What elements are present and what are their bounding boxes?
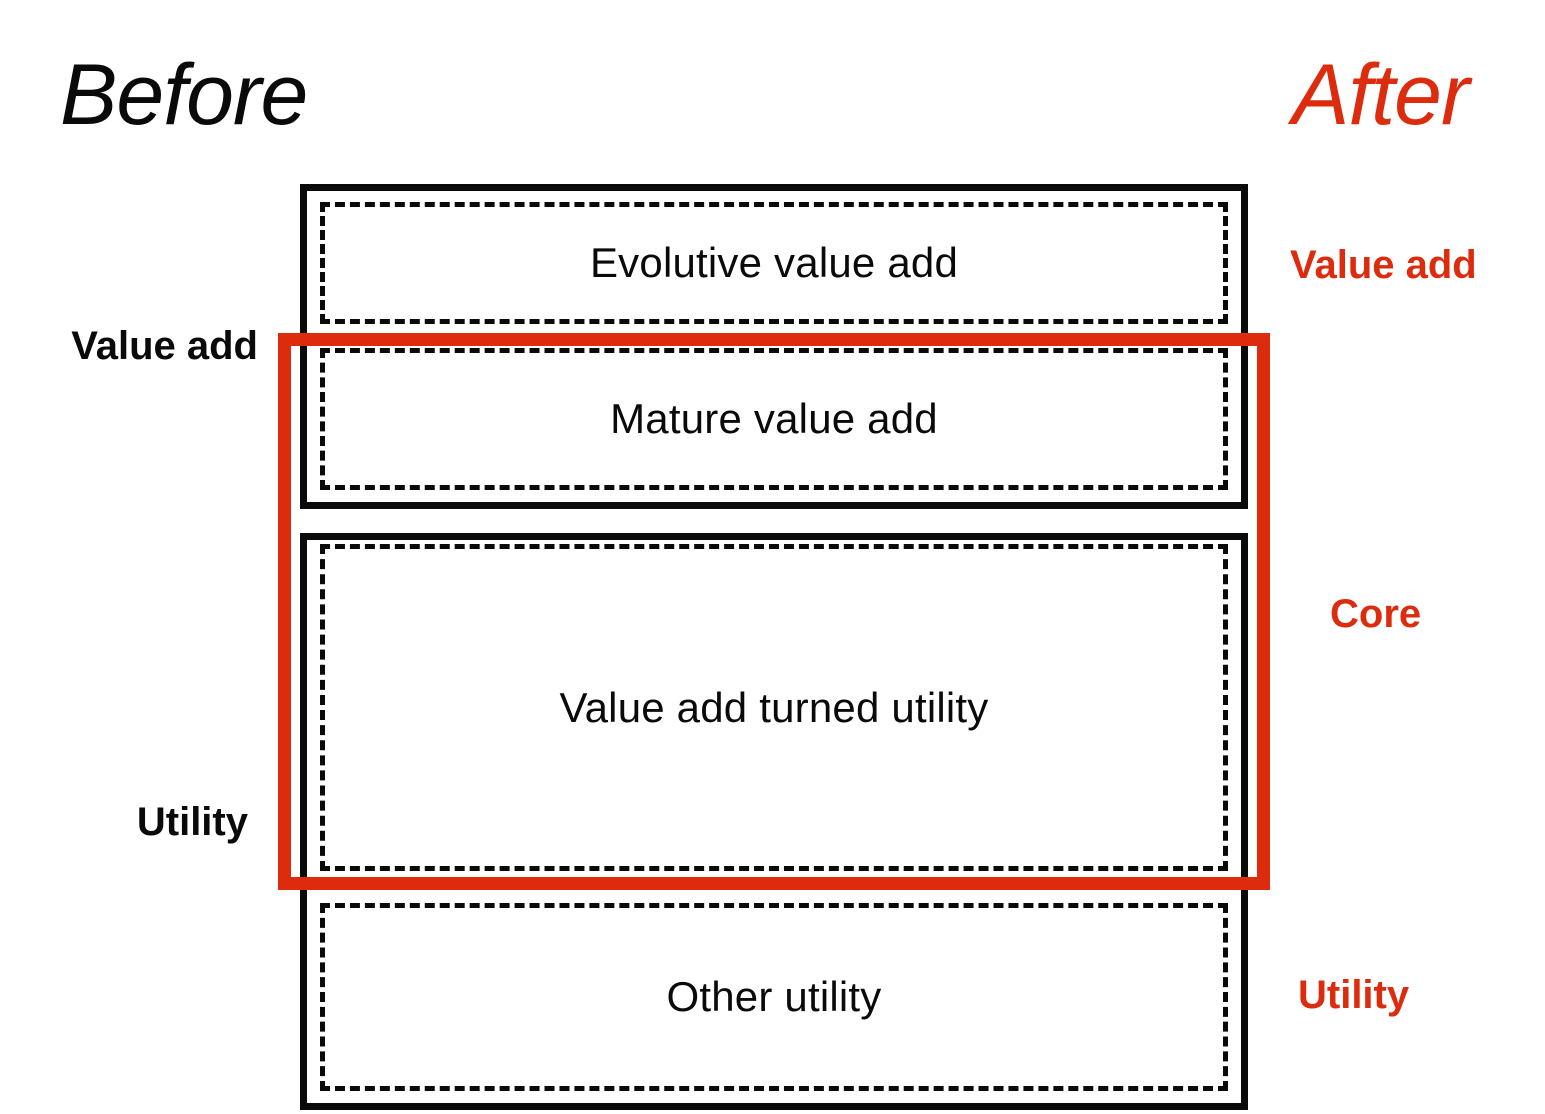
item-box-other-utility[interactable]: Other utility — [320, 903, 1228, 1091]
item-box-evolutive-value-add[interactable]: Evolutive value add — [320, 202, 1228, 324]
item-label-other-utility: Other utility — [666, 973, 882, 1020]
item-label-mature-value-add: Mature value add — [610, 395, 938, 442]
item-label-value-add-turned-utility: Value add turned utility — [559, 683, 989, 731]
right-label-value-add: Value add — [1290, 243, 1477, 287]
title-after: After — [1292, 47, 1470, 143]
left-label-utility: Utility — [136, 800, 248, 844]
title-before: Before — [60, 47, 308, 143]
group-box-utility — [300, 533, 1248, 1110]
group-box-value-add — [300, 184, 1248, 509]
item-box-value-add-turned-utility[interactable]: Value add turned utility — [320, 544, 1228, 871]
right-label-core: Core — [1330, 592, 1422, 636]
item-box-mature-value-add[interactable]: Mature value add — [320, 348, 1228, 490]
item-label-evolutive-value-add: Evolutive value add — [589, 239, 959, 286]
right-label-utility: Utility — [1298, 973, 1410, 1017]
left-label-value-add: Value add — [71, 324, 258, 368]
